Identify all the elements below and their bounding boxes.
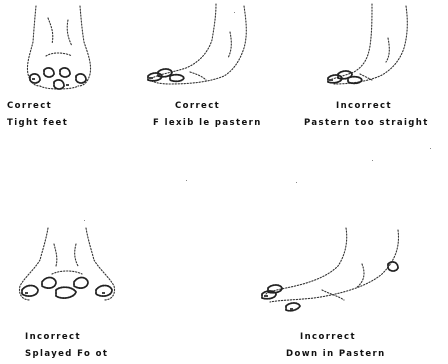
description-label: Down in Pastern bbox=[286, 346, 386, 363]
caption-splayed-foot: Incorrect Splayed Fo ot bbox=[25, 329, 108, 363]
description-label: F lexib le pastern bbox=[153, 115, 262, 132]
verdict-label: Incorrect bbox=[25, 329, 108, 346]
splayed-foot-paw-drawing bbox=[12, 224, 124, 314]
tight-feet-paw-drawing bbox=[18, 4, 108, 96]
verdict-label: Correct bbox=[7, 98, 68, 115]
caption-tight-feet: Correct Tight feet bbox=[7, 98, 68, 132]
scan-speck bbox=[430, 148, 431, 149]
caption-flexible-pastern: Correct F lexib le pastern bbox=[153, 98, 262, 132]
verdict-label: Incorrect bbox=[286, 329, 386, 346]
scan-speck bbox=[372, 160, 373, 161]
flexible-pastern-paw-drawing bbox=[140, 2, 260, 92]
scan-speck bbox=[234, 12, 235, 13]
verdict-label: Incorrect bbox=[304, 98, 429, 115]
caption-pastern-too-straight: Incorrect Pastern too straight bbox=[304, 98, 429, 132]
scan-speck bbox=[84, 220, 85, 221]
description-label: Tight feet bbox=[7, 115, 68, 132]
description-label: Splayed Fo ot bbox=[25, 346, 108, 363]
description-label: Pastern too straight bbox=[304, 115, 429, 132]
verdict-label: Correct bbox=[153, 98, 262, 115]
scan-speck bbox=[186, 180, 187, 181]
down-in-pastern-paw-drawing bbox=[252, 224, 412, 320]
scan-speck bbox=[296, 182, 297, 183]
pastern-too-straight-paw-drawing bbox=[318, 2, 428, 92]
caption-down-in-pastern: Incorrect Down in Pastern bbox=[286, 329, 386, 363]
